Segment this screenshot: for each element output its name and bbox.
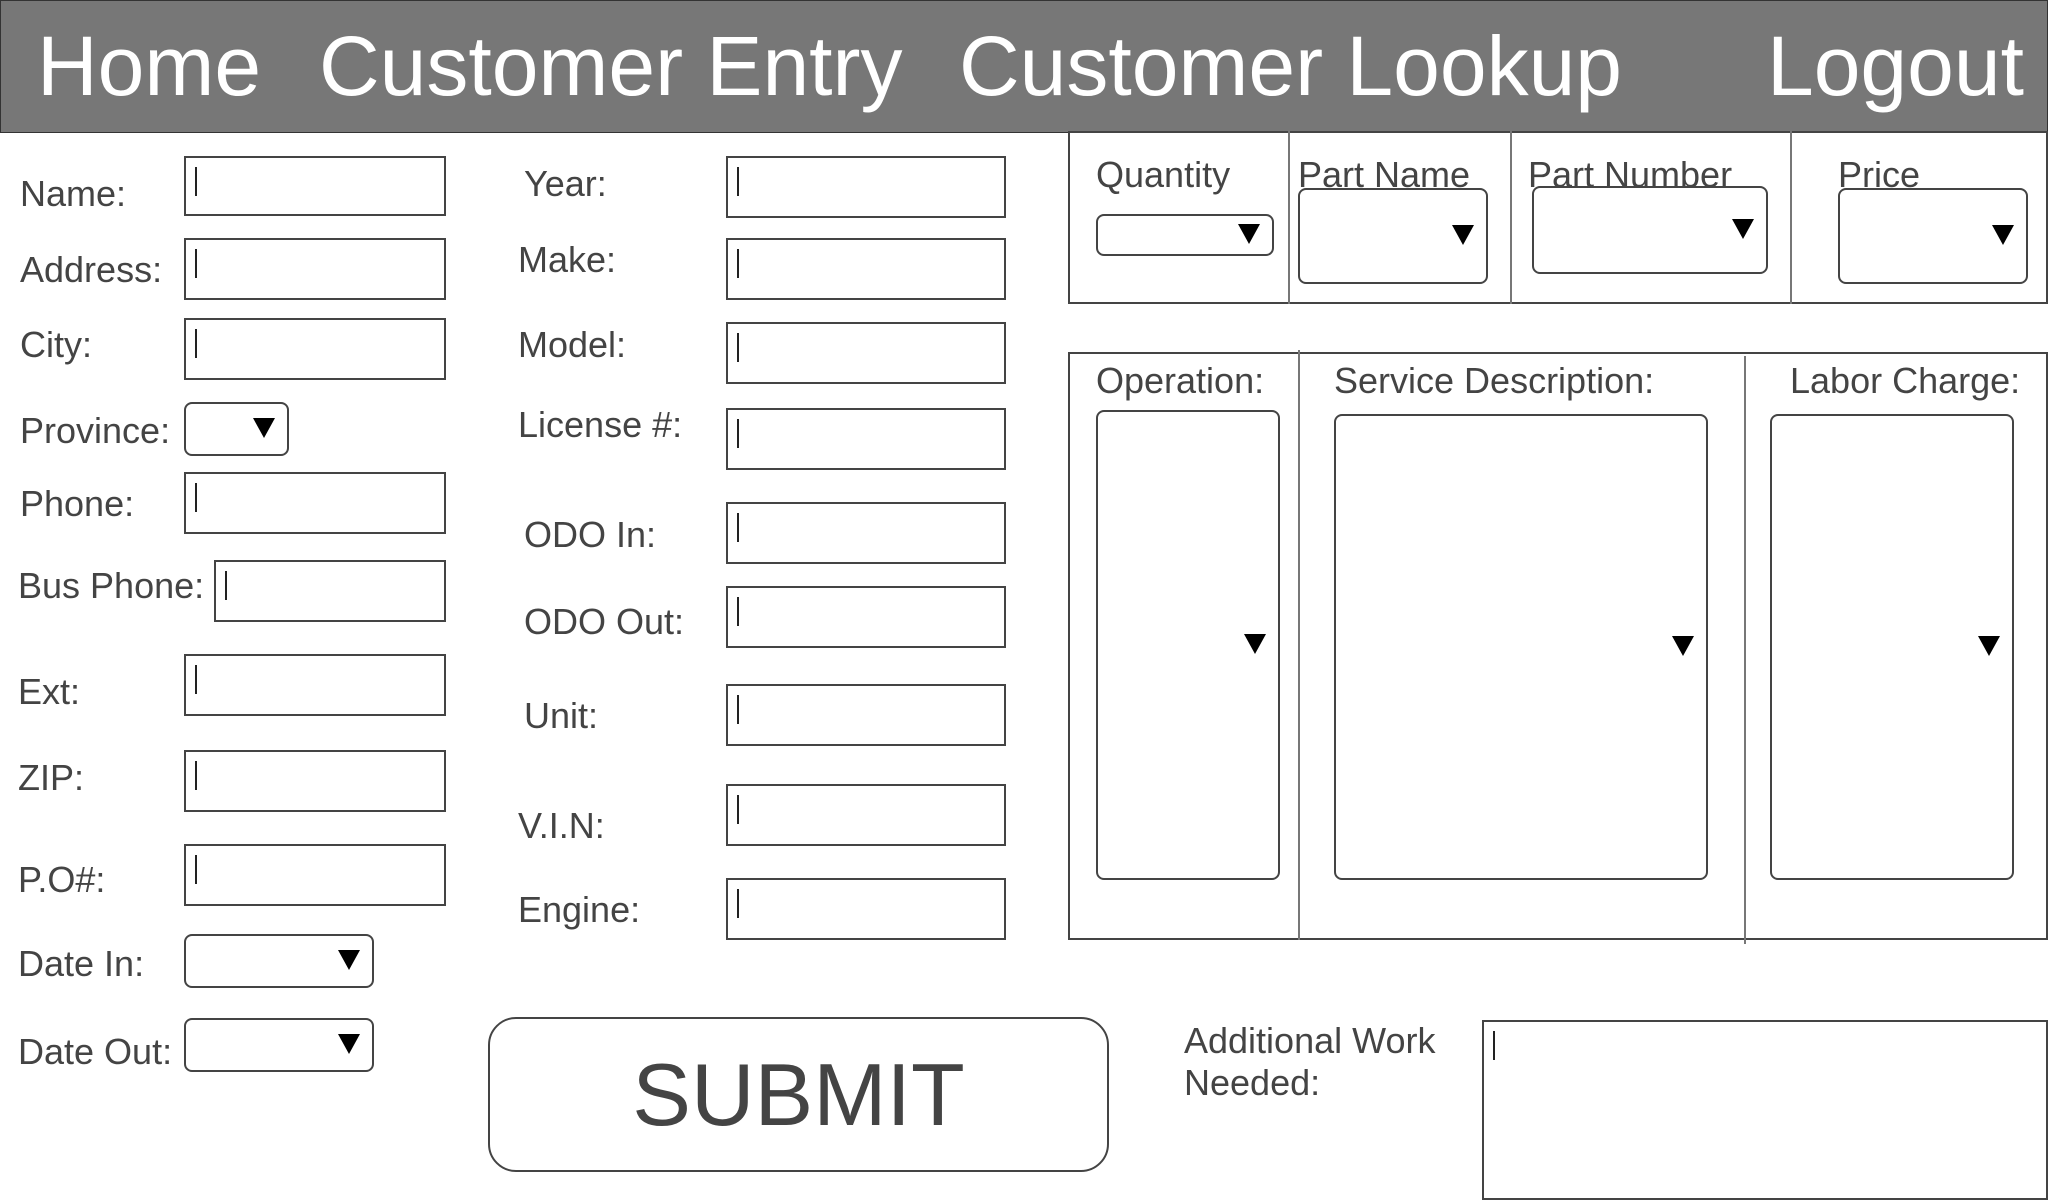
model-input[interactable] [726,322,1006,384]
text-caret-icon [195,855,197,884]
year-input[interactable] [726,156,1006,218]
labor-charge-label: Labor Charge: [1790,360,2021,401]
dropdown-arrow-icon [1732,219,1754,239]
operation-label: Operation: [1096,360,1265,401]
parts-divider [1510,131,1512,304]
vin-label: V.I.N: [518,805,605,846]
part-name-label: Part Name [1298,154,1471,195]
odo-in-label: ODO In: [524,514,657,555]
unit-input[interactable] [726,684,1006,746]
labor-charge-dropdown[interactable] [1770,414,2014,880]
text-caret-icon [195,249,197,278]
dropdown-arrow-icon [1244,634,1266,654]
service-description-label: Service Description: [1334,360,1655,401]
name-input[interactable] [184,156,446,216]
nav-customer-lookup-link[interactable]: Customer Lookup [959,19,1623,113]
text-caret-icon [225,571,227,600]
engine-label: Engine: [518,889,641,930]
price-dropdown[interactable] [1838,188,2028,284]
text-caret-icon [1493,1031,1495,1060]
part-name-dropdown[interactable] [1298,188,1488,284]
odo-out-label: ODO Out: [524,601,685,642]
text-caret-icon [737,513,739,542]
part-number-dropdown[interactable] [1532,186,1768,274]
zip-input[interactable] [184,750,446,812]
name-label: Name: [20,173,127,214]
po-input[interactable] [184,844,446,906]
text-caret-icon [737,333,739,362]
parts-divider [1288,131,1290,304]
price-label: Price [1838,154,1921,195]
text-caret-icon [195,665,197,694]
quantity-dropdown[interactable] [1096,214,1274,256]
dropdown-arrow-icon [1238,224,1260,244]
unit-label: Unit: [524,695,599,736]
nav-home-link[interactable]: Home [37,19,262,113]
ext-label: Ext: [18,671,81,712]
city-input[interactable] [184,318,446,380]
service-panel [1068,352,2048,940]
dropdown-arrow-icon [1978,636,2000,656]
ext-input[interactable] [184,654,446,716]
bus-phone-label: Bus Phone: [18,565,205,606]
address-label: Address: [20,249,163,290]
service-description-dropdown[interactable] [1334,414,1708,880]
date-in-label: Date In: [18,943,145,984]
dropdown-arrow-icon [338,950,360,970]
license-input[interactable] [726,408,1006,470]
date-in-dropdown[interactable] [184,934,374,988]
engine-input[interactable] [726,878,1006,940]
text-caret-icon [737,695,739,724]
city-label: City: [20,324,92,365]
operation-dropdown[interactable] [1096,410,1280,880]
service-divider [1298,350,1300,940]
date-out-dropdown[interactable] [184,1018,374,1072]
model-label: Model: [518,324,627,365]
license-label: License #: [518,404,683,445]
text-caret-icon [195,761,197,790]
nav-logout-link[interactable]: Logout [1767,19,2024,113]
text-caret-icon [737,167,739,196]
address-input[interactable] [184,238,446,300]
service-divider [1744,356,1746,944]
po-label: P.O#: [18,859,106,900]
additional-work-label-line2: Needed: [1184,1062,1321,1103]
phone-input[interactable] [184,472,446,534]
text-caret-icon [195,167,197,196]
parts-panel [1068,131,2048,304]
odo-in-input[interactable] [726,502,1006,564]
date-out-label: Date Out: [18,1031,173,1072]
odo-out-input[interactable] [726,586,1006,648]
text-caret-icon [737,795,739,824]
make-label: Make: [518,239,617,280]
nav-customer-entry-link[interactable]: Customer Entry [319,19,903,113]
text-caret-icon [737,597,739,626]
quantity-label: Quantity [1096,154,1231,195]
province-dropdown[interactable] [184,402,289,456]
top-nav-bar: Home Customer Entry Customer Lookup Logo… [0,0,2048,133]
additional-work-label: Additional Work [1184,1020,1436,1061]
dropdown-arrow-icon [338,1034,360,1054]
text-caret-icon [737,889,739,918]
dropdown-arrow-icon [253,418,275,438]
year-label: Year: [524,163,607,204]
text-caret-icon [195,483,197,512]
bus-phone-input[interactable] [214,560,446,622]
zip-label: ZIP: [18,757,85,798]
text-caret-icon [195,329,197,358]
vin-input[interactable] [726,784,1006,846]
make-input[interactable] [726,238,1006,300]
dropdown-arrow-icon [1672,636,1694,656]
province-label: Province: [20,410,171,451]
submit-button[interactable]: SUBMIT [488,1017,1109,1172]
parts-divider [1790,131,1792,304]
text-caret-icon [737,419,739,448]
dropdown-arrow-icon [1992,225,2014,245]
additional-work-textarea[interactable] [1482,1020,2048,1200]
dropdown-arrow-icon [1452,225,1474,245]
phone-label: Phone: [20,483,135,524]
text-caret-icon [737,249,739,278]
